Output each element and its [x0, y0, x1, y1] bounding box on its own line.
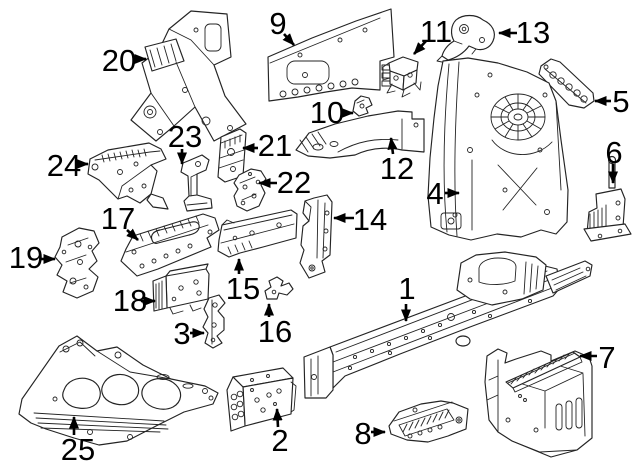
part-24-rail-drawing — [87, 142, 169, 210]
callout-1-label[interactable]: 1 — [398, 271, 415, 306]
part-11-bracket-drawing — [382, 56, 422, 98]
part-18-crossmember-drawing — [152, 263, 210, 315]
callout-25-label[interactable]: 25 — [61, 432, 95, 467]
callout-21-label[interactable]: 21 — [258, 128, 292, 163]
callout-19-label[interactable]: 19 — [9, 240, 43, 275]
callout-24-label[interactable]: 24 — [47, 148, 81, 183]
callout-6-label[interactable]: 6 — [605, 135, 622, 170]
callout-11-arrow — [413, 40, 427, 55]
part-25-floor-pan-drawing — [18, 335, 219, 446]
callout-20-label[interactable]: 20 — [102, 43, 136, 78]
part-13-bracket-drawing — [436, 14, 495, 64]
callouts-layer: 1234567891011121314151617181920212223242… — [9, 6, 630, 467]
callout-16-label[interactable]: 16 — [258, 314, 292, 349]
callout-17-arrow — [126, 228, 139, 241]
callout-8-label[interactable]: 8 — [354, 416, 371, 451]
callout-2-label[interactable]: 2 — [271, 423, 288, 458]
callout-12-arrow — [387, 137, 398, 155]
part-7-console-drawing — [484, 348, 593, 458]
part-10-clip-drawing — [352, 95, 373, 117]
callout-7-label[interactable]: 7 — [598, 340, 615, 375]
part-2-bracket-drawing — [226, 367, 297, 432]
part-19-bracket-drawing — [54, 227, 100, 299]
callout-14-label[interactable]: 14 — [353, 202, 387, 237]
callout-4-label[interactable]: 4 — [426, 176, 443, 211]
part-17-rocker-drawing — [120, 213, 220, 277]
callout-23-label[interactable]: 23 — [168, 119, 202, 154]
part-4-wheelhouse-drawing — [427, 57, 569, 241]
part-23-bracket-drawing — [180, 154, 213, 212]
part-3-bracket-drawing — [202, 294, 226, 349]
part-8-sill-drawing — [388, 400, 469, 443]
part-14-pillar-drawing — [299, 194, 333, 279]
callout-9-label[interactable]: 9 — [269, 6, 286, 41]
callout-22-label[interactable]: 22 — [277, 165, 311, 200]
part-20-pillar-drawing — [130, 10, 247, 142]
callout-10-label[interactable]: 10 — [310, 95, 344, 130]
part-1-rail-drawing — [303, 251, 593, 399]
part-16-hook-drawing — [264, 276, 294, 300]
part-9-rail-drawing — [267, 8, 395, 102]
callout-13-label[interactable]: 13 — [516, 15, 550, 50]
callout-18-label[interactable]: 18 — [113, 283, 147, 318]
callout-17-label[interactable]: 17 — [101, 201, 135, 236]
callout-11-label[interactable]: 11 — [420, 14, 452, 49]
part-22-bracket-drawing — [233, 168, 267, 212]
callout-12-label[interactable]: 12 — [380, 151, 414, 186]
part-6-bracket-drawing — [583, 155, 632, 242]
callout-3-label[interactable]: 3 — [173, 316, 190, 351]
callout-5-label[interactable]: 5 — [612, 84, 629, 119]
callout-9-arrow — [282, 33, 295, 46]
callout-2-arrow — [272, 408, 283, 428]
part-15-sill-drawing — [217, 209, 298, 258]
callout-15-label[interactable]: 15 — [226, 271, 260, 306]
